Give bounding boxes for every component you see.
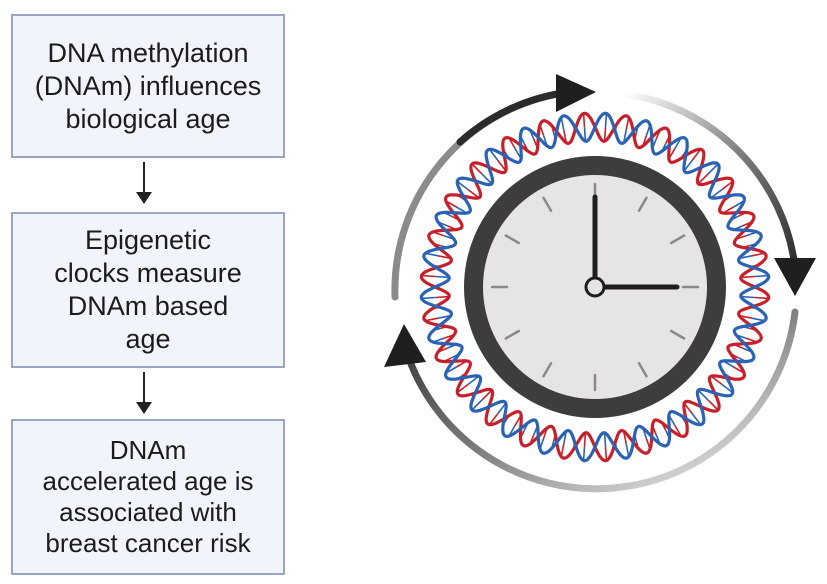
dna-clock-illustration — [384, 74, 816, 493]
flow-arrow-down — [136, 372, 152, 414]
clock-icon — [464, 156, 726, 418]
flow-step-text: Epigenetic clocks measure DNAm based age — [54, 225, 242, 354]
flow-step-text: DNA methylation (DNAm) influences biolog… — [34, 37, 262, 134]
cycle-arrows-icon — [384, 74, 816, 493]
flow-step-text: DNAm accelerated age is associated with … — [42, 435, 254, 558]
flow-step-breast-cancer-risk: DNAm accelerated age is associated with … — [11, 419, 285, 575]
flow-step-dna-methylation: DNA methylation (DNAm) influences biolog… — [11, 14, 285, 158]
flow-step-epigenetic-clocks: Epigenetic clocks measure DNAm based age — [11, 212, 285, 368]
dna-helix-ring-icon — [419, 111, 771, 463]
flow-arrow-down — [136, 162, 152, 204]
